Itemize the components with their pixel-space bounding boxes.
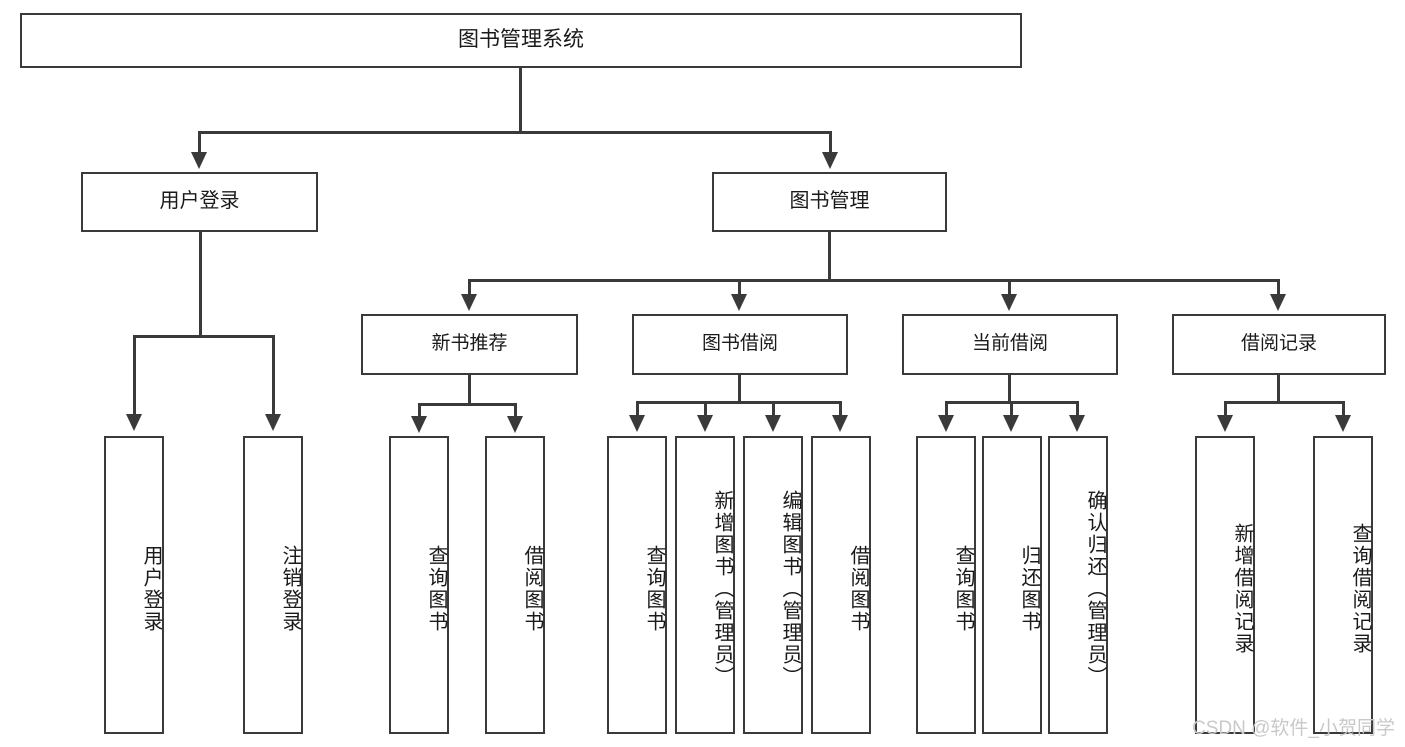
edge-book-mgmt-bus [468, 279, 1280, 282]
arrow-bookborrow-to-add [697, 415, 713, 432]
node-label: 注销登录 [279, 545, 301, 633]
node-label: 查询借阅记录 [1349, 523, 1371, 655]
edge-user-login-to-logout [272, 335, 275, 418]
edge-bookborrow-to-query [636, 401, 639, 418]
node-user-login[interactable]: 用户登录 [81, 172, 318, 232]
leaf-bookborrow-add-book[interactable]: 新增图书（管理员） [675, 436, 735, 734]
arrow-book-mgmt-to-borrow [731, 294, 747, 311]
node-label: 新增图书（管理员） [711, 490, 733, 688]
node-label: 用户登录 [140, 545, 162, 633]
arrow-book-mgmt-to-record [1270, 294, 1286, 311]
arrow-bookborrow-to-edit [765, 415, 781, 432]
edge-bookborrow-to-edit [772, 401, 775, 418]
node-label: 借阅图书 [521, 545, 543, 633]
arrow-borrowrecord-to-query [1335, 415, 1351, 432]
node-label: 借阅图书 [847, 545, 869, 633]
edge-book-mgmt-to-borrow [738, 279, 741, 299]
leaf-borrowrecord-query-record[interactable]: 查询借阅记录 [1313, 436, 1373, 734]
edge-root-to-book-mgmt [829, 131, 832, 157]
arrow-root-to-user-login [191, 152, 207, 169]
node-new-book-recommend[interactable]: 新书推荐 [361, 314, 578, 375]
node-current-borrow[interactable]: 当前借阅 [902, 314, 1118, 375]
edge-book-mgmt-to-record [1277, 279, 1280, 299]
node-label: 用户登录 [159, 190, 240, 213]
node-book-borrow[interactable]: 图书借阅 [632, 314, 848, 375]
edge-newbook-to-borrow [514, 403, 517, 419]
leaf-currentborrow-query-book[interactable]: 查询图书 [916, 436, 976, 734]
edge-root-to-user-login [198, 131, 201, 157]
node-label: 新书推荐 [431, 333, 508, 355]
node-label: 当前借阅 [971, 333, 1048, 355]
node-book-management[interactable]: 图书管理 [712, 172, 947, 232]
edge-newbook-to-query [418, 403, 421, 419]
node-label: 查询图书 [643, 545, 665, 633]
edge-currentborrow-to-confirm [1076, 401, 1079, 418]
arrow-bookborrow-to-borrow [832, 415, 848, 432]
arrow-newbook-to-borrow [507, 416, 523, 433]
edge-currentborrow-stem [1008, 375, 1011, 403]
node-label: 图书管理系统 [458, 28, 584, 52]
leaf-currentborrow-confirm-return[interactable]: 确认归还（管理员） [1048, 436, 1108, 734]
node-label: 查询图书 [952, 545, 974, 633]
node-label: 确认归还（管理员） [1084, 490, 1106, 688]
edge-bookborrow-bus [636, 401, 842, 404]
arrow-user-login-to-logout [265, 414, 281, 431]
leaf-bookborrow-edit-book[interactable]: 编辑图书（管理员） [743, 436, 803, 734]
leaf-bookborrow-borrow-book[interactable]: 借阅图书 [811, 436, 871, 734]
edge-user-login-stem [199, 232, 202, 337]
node-label: 查询图书 [425, 545, 447, 633]
leaf-newbook-query-book[interactable]: 查询图书 [389, 436, 449, 734]
node-label: 图书借阅 [701, 333, 778, 355]
edge-currentborrow-to-query [945, 401, 948, 418]
arrow-currentborrow-to-query [938, 415, 954, 432]
node-label: 图书管理 [789, 190, 870, 213]
arrow-currentborrow-to-confirm [1069, 415, 1085, 432]
edge-root-bus [198, 131, 832, 134]
edge-bookborrow-stem [738, 375, 741, 403]
edge-currentborrow-to-return [1010, 401, 1013, 418]
edge-root-stem [519, 68, 522, 133]
node-label: 借阅记录 [1240, 333, 1317, 355]
edge-borrowrecord-to-query [1342, 401, 1345, 418]
edge-borrowrecord-stem [1277, 375, 1280, 403]
edge-book-mgmt-to-newbook [468, 279, 471, 299]
leaf-borrowrecord-add-record[interactable]: 新增借阅记录 [1195, 436, 1255, 734]
edge-user-login-to-login [133, 335, 136, 418]
node-label: 编辑图书（管理员） [779, 490, 801, 688]
arrow-borrowrecord-to-add [1217, 415, 1233, 432]
arrow-book-mgmt-to-newbook [461, 294, 477, 311]
edge-book-mgmt-to-current [1008, 279, 1011, 299]
edge-bookborrow-to-borrow [839, 401, 842, 418]
edge-borrowrecord-to-add [1224, 401, 1227, 418]
edge-user-login-bus [133, 335, 275, 338]
leaf-user-logout[interactable]: 注销登录 [243, 436, 303, 734]
leaf-bookborrow-query-book[interactable]: 查询图书 [607, 436, 667, 734]
arrow-currentborrow-to-return [1003, 415, 1019, 432]
arrow-bookborrow-to-query [629, 415, 645, 432]
watermark-text: CSDN @软件_小贺同学 [1192, 718, 1395, 739]
node-root-system[interactable]: 图书管理系统 [20, 13, 1022, 68]
edge-book-mgmt-stem [828, 232, 831, 282]
edge-newbook-bus [418, 403, 517, 406]
arrow-newbook-to-query [411, 416, 427, 433]
leaf-newbook-borrow-book[interactable]: 借阅图书 [485, 436, 545, 734]
leaf-currentborrow-return-book[interactable]: 归还图书 [982, 436, 1042, 734]
node-borrow-record[interactable]: 借阅记录 [1172, 314, 1386, 375]
arrow-root-to-book-mgmt [822, 152, 838, 169]
leaf-user-login[interactable]: 用户登录 [104, 436, 164, 734]
edge-borrowrecord-bus [1224, 401, 1345, 404]
node-label: 归还图书 [1018, 545, 1040, 633]
node-label: 新增借阅记录 [1231, 523, 1253, 655]
edge-bookborrow-to-add [704, 401, 707, 418]
arrow-book-mgmt-to-current [1001, 294, 1017, 311]
edge-newbook-stem [468, 375, 471, 405]
arrow-user-login-to-login [126, 414, 142, 431]
